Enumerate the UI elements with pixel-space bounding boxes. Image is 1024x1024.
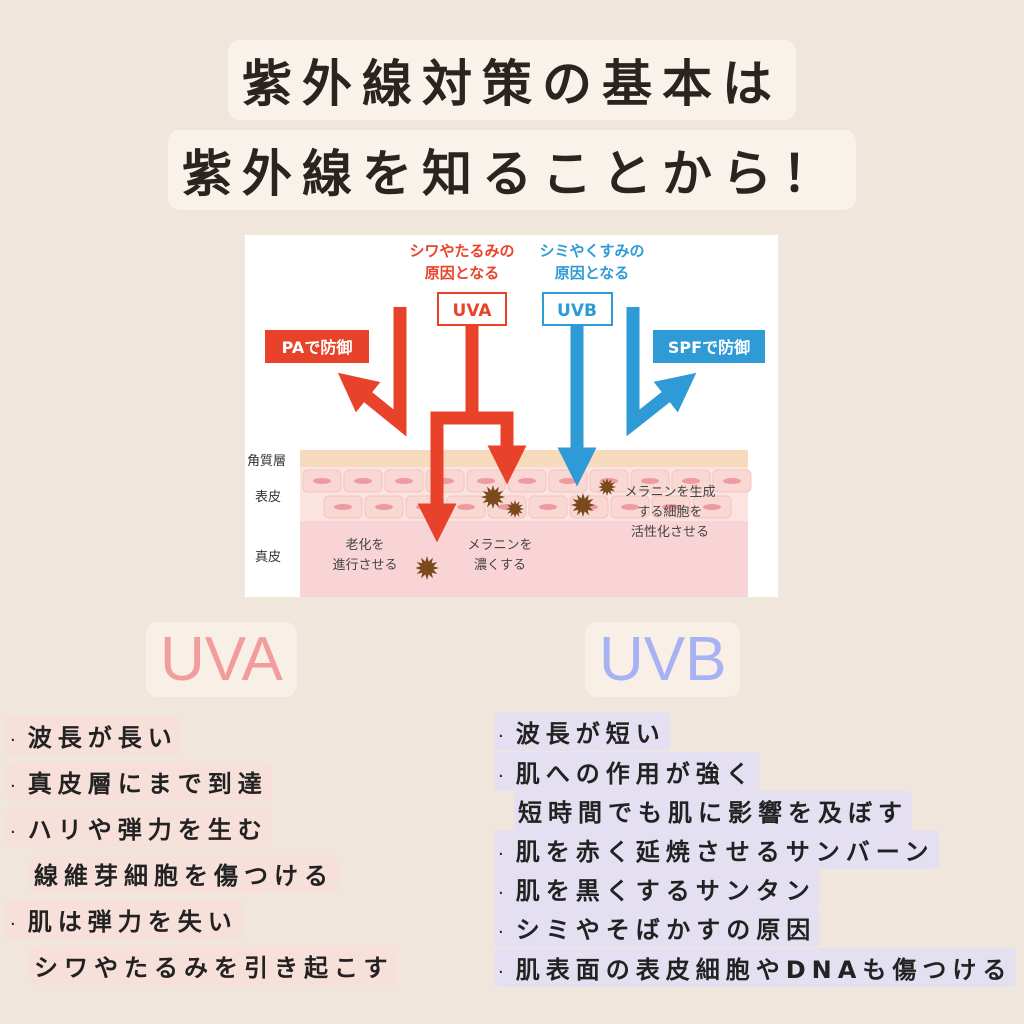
uvb-caption-2: 原因となる <box>555 264 630 282</box>
uvb-heading: UVB <box>585 622 741 697</box>
uva-caption-2: 原因となる <box>425 264 500 282</box>
cell-nucleus <box>723 478 741 484</box>
melanin-cell-text-2: する細胞を <box>637 505 702 520</box>
melanin-star-icon <box>571 493 595 517</box>
bullet: · <box>10 730 22 751</box>
melanin-star-icon <box>506 500 524 518</box>
uva-arrow-dermis <box>417 411 472 543</box>
bullet: · <box>498 922 510 943</box>
uvb-item-text: 短時間でも肌に影響を及ぼす <box>518 799 908 827</box>
bullet: · <box>498 962 510 983</box>
pa-box <box>265 330 369 363</box>
cell-nucleus <box>313 478 331 484</box>
melanin-dark-text-1: メラニンを <box>467 538 532 553</box>
layer-dermis-label: 真皮 <box>255 550 281 565</box>
uvb-item-text: 肌表面の表皮細胞やDNAも傷つける <box>515 956 1013 984</box>
uvb-item: 短時間でも肌に影響を及ぼす <box>514 791 912 830</box>
uv-diagram: 角質層 表皮 真皮 シワやたるみの 原因となる シミやくすみの 原因となる UV… <box>245 235 778 597</box>
uvb-item-text: 肌を赤く延焼させるサンバーン <box>515 838 935 866</box>
cell-nucleus <box>621 504 639 510</box>
bullet: · <box>10 776 22 797</box>
bullet: · <box>498 766 510 787</box>
melanin-cell-text-3: 活性化させる <box>631 525 709 540</box>
cell-nucleus <box>539 504 557 510</box>
spf-label: SPFで防御 <box>668 338 750 357</box>
uvb-item-text: 肌を黒くするサンタン <box>515 877 816 905</box>
pa-deflect-arrow <box>337 307 407 437</box>
layer-epidermis-label: 表皮 <box>255 490 281 505</box>
uva-arrow-epidermis <box>465 411 527 485</box>
uva-heading: UVA <box>146 622 297 697</box>
melanin-star-icon <box>415 556 439 580</box>
aging-text-2: 進行させる <box>332 558 397 573</box>
cell-nucleus <box>395 478 413 484</box>
uvb-item: ·シミやそばかすの原因 <box>494 908 821 947</box>
uva-item-text: 真皮層にまで到達 <box>27 770 268 798</box>
uvb-label: UVB <box>557 301 597 321</box>
uvb-item: ·波長が短い <box>494 712 670 751</box>
bullet: · <box>10 914 22 935</box>
title-line-2: 紫外線を知ることから！ <box>168 130 856 210</box>
cell-nucleus <box>518 478 536 484</box>
uvb-item: ·肌への作用が強く <box>494 752 760 791</box>
uvb-item: ·肌を黒くするサンタン <box>494 869 820 908</box>
uva-item: ·波長が長い <box>6 716 182 755</box>
melanin-star-icon <box>598 478 616 496</box>
uva-item: ·ハリや弾力を生む <box>6 808 272 847</box>
uva-item-text: 波長が長い <box>27 724 178 752</box>
skin-layers <box>300 450 752 597</box>
uvb-item-text: シミやそばかすの原因 <box>515 916 817 944</box>
uva-label: UVA <box>453 301 493 321</box>
cell-nucleus <box>477 478 495 484</box>
cell-nucleus <box>559 478 577 484</box>
cell-nucleus <box>682 478 700 484</box>
uvb-item: ·肌表面の表皮細胞やDNAも傷つける <box>494 948 1017 987</box>
melanin-dark-text-2: 濃くする <box>474 558 526 573</box>
cell-nucleus <box>375 504 393 510</box>
melanin-cell-text-1: メラニンを生成 <box>624 485 715 500</box>
bullet: · <box>498 883 510 904</box>
bullet: · <box>498 844 510 865</box>
melanin-star-icon <box>481 485 505 509</box>
uva-item-text: 線維芽細胞を傷つける <box>34 862 334 890</box>
layer-corneum-label: 角質層 <box>247 454 286 469</box>
uva-item: シワやたるみを引き起こす <box>30 946 398 985</box>
aging-text-1: 老化を <box>345 538 384 553</box>
spf-deflect-arrow <box>626 307 697 437</box>
uva-item: 線維芽細胞を傷つける <box>30 854 338 893</box>
cell-nucleus <box>703 504 721 510</box>
cell-nucleus <box>457 504 475 510</box>
pa-label: PAで防御 <box>282 338 353 357</box>
cell-nucleus <box>354 478 372 484</box>
uvb-item: ·肌を赤く延焼させるサンバーン <box>494 830 939 869</box>
uva-item-text: 肌は弾力を失い <box>27 908 238 936</box>
uva-caption-1: シワやたるみの <box>409 242 514 260</box>
uva-item: ·真皮層にまで到達 <box>6 762 272 801</box>
spf-box <box>653 330 765 363</box>
uvb-item-text: 肌への作用が強く <box>515 760 756 788</box>
cell-nucleus <box>641 478 659 484</box>
uva-item: ·肌は弾力を失い <box>6 900 242 939</box>
uva-item-text: シワやたるみを引き起こす <box>34 954 394 982</box>
uvb-caption-1: シミやくすみの <box>539 242 644 260</box>
uvb-item-text: 波長が短い <box>515 720 666 748</box>
cell-nucleus <box>662 504 680 510</box>
bullet: · <box>498 726 510 747</box>
uva-item-text: ハリや弾力を生む <box>27 816 268 844</box>
bullet: · <box>10 822 22 843</box>
title-line-1: 紫外線対策の基本は <box>228 40 796 120</box>
cell-nucleus <box>334 504 352 510</box>
